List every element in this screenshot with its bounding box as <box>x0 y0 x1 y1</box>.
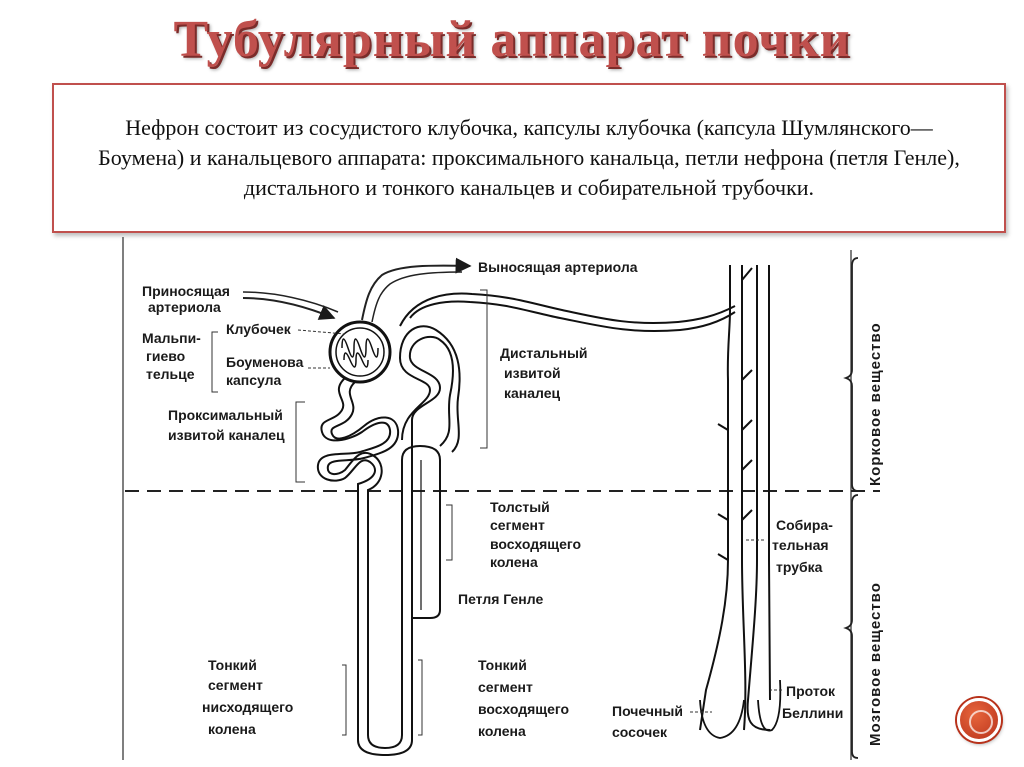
malpighi-label-1: Мальпи- <box>142 330 201 346</box>
papilla <box>699 679 782 739</box>
distal-label-1: Дистальный <box>500 345 588 361</box>
collecting-duct <box>699 265 753 731</box>
afferent-label-2: артериола <box>148 299 221 315</box>
thick-ascending-limb <box>401 444 441 619</box>
thin-desc-label-3: нисходящего <box>202 699 293 715</box>
glomerulus <box>341 338 379 368</box>
thin-desc-label-2: сегмент <box>208 677 263 693</box>
distal-convoluted-tubule <box>398 292 736 470</box>
thick-segment-bracket <box>446 504 453 561</box>
henle-loop-bottom <box>357 470 413 757</box>
thin-asc-label-3: восходящего <box>478 701 569 717</box>
distal-bracket <box>480 289 488 449</box>
slide-title: Тубулярный аппарат почки <box>173 11 851 68</box>
medulla-bracket <box>843 494 859 759</box>
bowman-capsule-inner <box>335 327 385 377</box>
collecting-duct-right <box>746 265 771 731</box>
bowman-label-2: капсула <box>226 372 282 388</box>
thin-descending-bracket <box>342 664 347 736</box>
proximal-convoluted-tubule <box>316 377 400 500</box>
glomerulus-pointer <box>297 329 346 335</box>
thin-asc-label-2: сегмент <box>478 679 533 695</box>
intro-text: Нефрон состоит из сосудистого клубочка, … <box>98 115 960 200</box>
afferent-arteriole-vessel <box>242 291 339 313</box>
intro-box: Нефрон состоит из сосудистого клубочка, … <box>52 83 1006 233</box>
malpighi-label-2: гиево <box>146 348 185 364</box>
medulla-label: Мозговое вещество <box>867 582 884 746</box>
collecting-label-2: тельная <box>772 537 829 553</box>
cortex-label: Корковое вещество <box>867 322 884 486</box>
thick-label-4: колена <box>490 554 538 570</box>
thick-label-2: сегмент <box>490 517 545 533</box>
bowman-capsule <box>328 320 392 384</box>
collecting-label-3: трубка <box>776 559 823 575</box>
proximal-bracket <box>295 401 305 483</box>
henle-label: Петля Генле <box>458 591 543 607</box>
efferent-label: Выносящая артериола <box>478 259 638 275</box>
afferent-arteriole-arrow <box>242 297 336 320</box>
thick-label-3: восходящего <box>490 536 581 552</box>
papilla-label-1: Почечный <box>612 703 683 719</box>
thin-desc-label-1: Тонкий <box>208 657 257 673</box>
henle-loop-bottom-inner <box>367 610 403 750</box>
efferent-arteriole <box>361 257 472 321</box>
distal-label-2: извитой <box>504 365 561 381</box>
thin-ascending-bracket <box>418 659 423 736</box>
papilla-label-2: сосочек <box>612 724 668 740</box>
thin-asc-label-1: Тонкий <box>478 657 527 673</box>
proximal-label-2: извитой каналец <box>168 427 285 443</box>
bellini-label-1: Проток <box>786 683 836 699</box>
next-slide-button[interactable] <box>957 698 1001 742</box>
distal-label-3: каналец <box>504 385 561 401</box>
glomerulus-label: Клубочек <box>226 321 292 337</box>
bellini-label-2: Беллини <box>782 705 843 721</box>
efferent-arteriole-inner <box>371 271 463 323</box>
thick-label-1: Толстый <box>490 499 550 515</box>
afferent-label-1: Приносящая <box>142 283 230 299</box>
malpighi-label-3: тельце <box>146 366 195 382</box>
collecting-label-1: Собира- <box>776 517 833 533</box>
cortex-bracket <box>843 257 859 492</box>
thin-asc-label-4: колена <box>478 723 526 739</box>
thin-desc-label-4: колена <box>208 721 256 737</box>
proximal-label-1: Проксимальный <box>168 407 283 423</box>
bowman-label-1: Боуменова <box>226 354 304 370</box>
malpighi-bracket <box>211 331 218 393</box>
